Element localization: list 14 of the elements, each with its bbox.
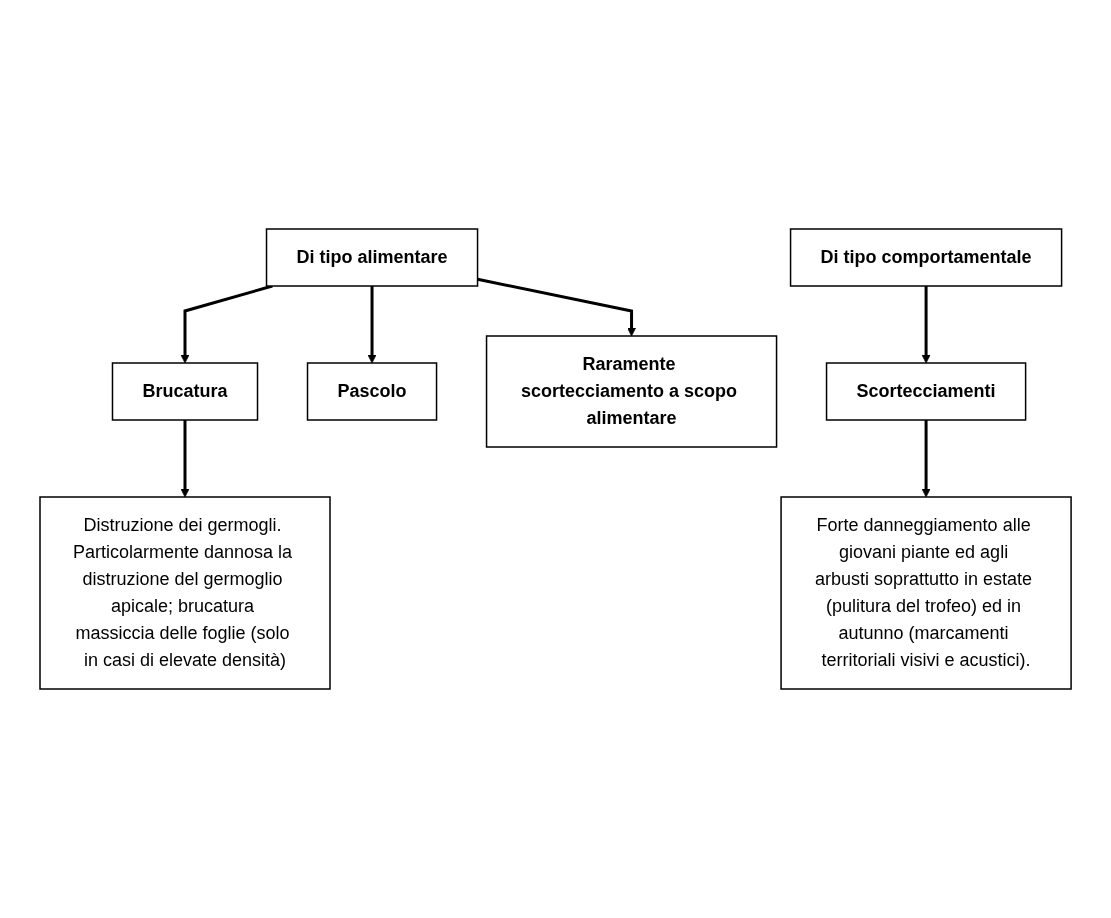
node-box: Forte danneggiamento alle giovani piante ed agli arbusti soprattutto in estate (pulitura del trofeo) ed in autunno (marcamenti territoriali visivi e acustici). — [780, 496, 1072, 690]
node-box: Scortecciamenti — [825, 362, 1027, 421]
node-box: Distruzione dei germogli. Particolarmente dannosa la distruzione del germoglio apicale; brucatura massiccia delle foglie (solo in casi di elevate densità) — [39, 496, 331, 690]
node-box: Di tipo comportamentale — [789, 228, 1063, 287]
arrow — [367, 286, 377, 364]
arrow — [921, 286, 931, 364]
node-box: Pascolo — [306, 362, 438, 421]
node-box: Di tipo alimentare — [265, 228, 479, 287]
arrow — [180, 284, 273, 364]
node-box: Brucatura — [111, 362, 259, 421]
arrow — [921, 420, 931, 498]
arrow — [180, 420, 190, 498]
node-box: Raramente scortecciamento a scopo alimentare — [485, 335, 778, 448]
arrow — [477, 277, 636, 337]
